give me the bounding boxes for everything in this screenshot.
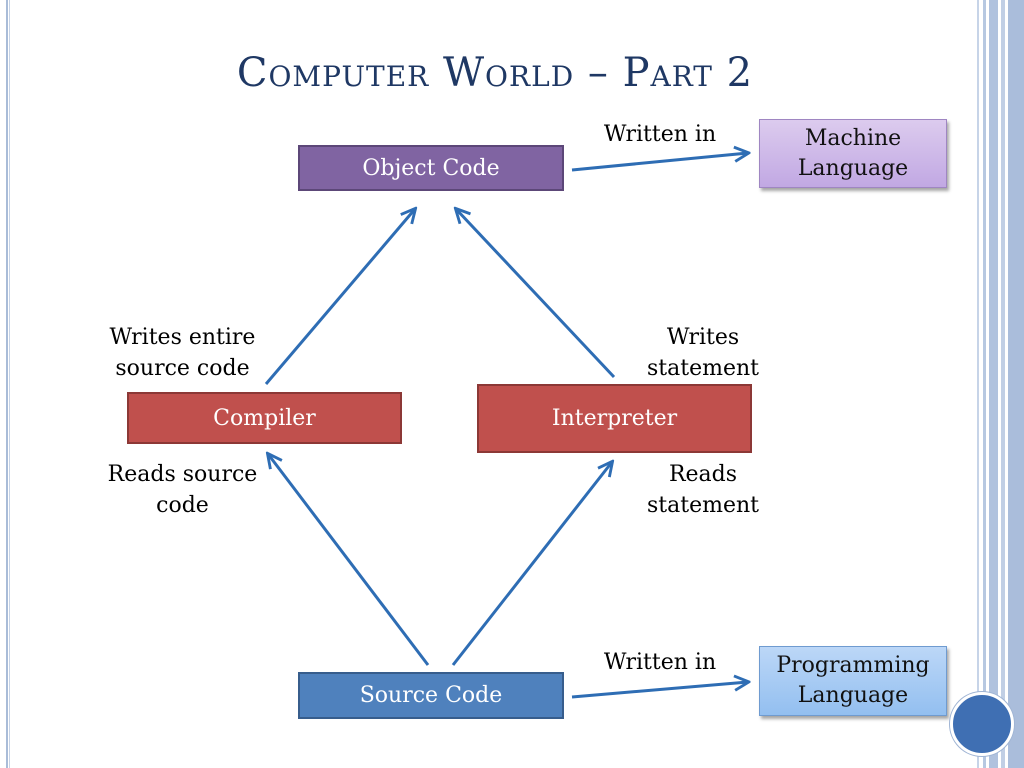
machine-language-box: Machine Language xyxy=(759,119,947,188)
slide-title: Computer World – Part 2 xyxy=(236,50,754,96)
object-code-box: Object Code xyxy=(298,145,564,191)
interpreter-reads-label: Reads statement xyxy=(647,462,759,518)
compiler-label: Compiler xyxy=(213,405,316,431)
decorative-circle xyxy=(950,692,1014,756)
arrow-interpreter-to-object xyxy=(456,209,616,379)
object-code-label: Object Code xyxy=(362,155,500,181)
arrow-compiler-to-object xyxy=(264,209,415,385)
right-stripe xyxy=(983,0,986,768)
compiler-reads-label: Reads source code xyxy=(107,462,258,518)
left-border-line xyxy=(9,0,10,768)
interpreter-label: Interpreter xyxy=(551,406,678,431)
interpreter-writes-label: Writes statement xyxy=(647,325,759,381)
arrow-source-to-programming xyxy=(571,682,748,699)
right-stripe xyxy=(989,0,998,768)
programming-language-box: Programming Language xyxy=(759,646,947,716)
compiler-writes-label: Writes entire source code xyxy=(109,325,256,381)
left-border xyxy=(0,0,8,768)
written-in-label-bottom: Written in xyxy=(603,650,717,675)
interpreter-box: Interpreter xyxy=(477,384,752,453)
compiler-box: Compiler xyxy=(127,392,402,444)
arrow-source-to-compiler xyxy=(268,454,430,666)
right-stripe xyxy=(1001,0,1005,768)
written-in-label-top: Written in xyxy=(603,122,717,147)
arrow-source-to-interpreter xyxy=(451,462,612,666)
right-stripe xyxy=(1008,0,1024,768)
right-stripe xyxy=(977,0,979,768)
source-code-label: Source Code xyxy=(359,683,503,708)
arrow-object-to-machine xyxy=(571,153,748,172)
source-code-box: Source Code xyxy=(298,672,564,719)
